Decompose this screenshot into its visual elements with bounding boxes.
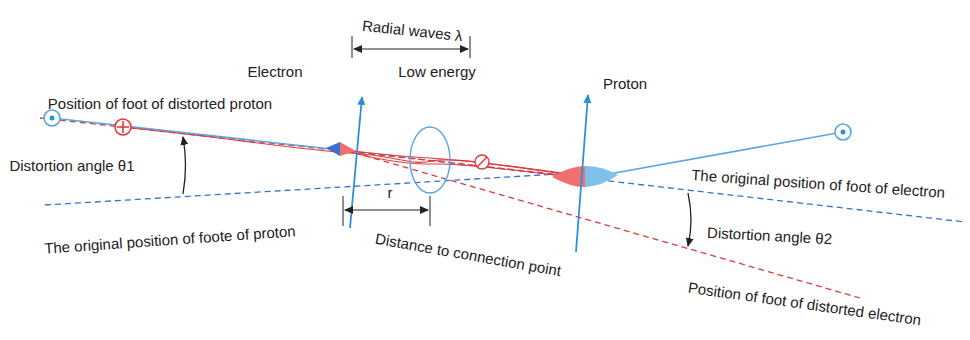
line-label: Position of foot of distorted proton xyxy=(40,95,280,113)
energy-label: Low energy xyxy=(398,63,476,81)
angle-label: Distortion angle θ2 xyxy=(707,224,833,249)
distance-symbol: r xyxy=(388,184,393,202)
line-label: The original position of foote of proton xyxy=(44,222,296,258)
angle-arrow xyxy=(688,193,691,246)
proton-symbol xyxy=(835,124,851,140)
particle-name: Proton xyxy=(603,75,647,93)
electron-spin-arrow xyxy=(350,97,362,228)
negative-charge-symbol xyxy=(475,155,489,169)
electron-symbol xyxy=(44,110,60,126)
wave-line xyxy=(345,151,585,179)
wavelength-label: Radial waves λ xyxy=(361,17,463,45)
particle-name: Electron xyxy=(247,63,302,81)
wave-line xyxy=(345,150,585,176)
line-label: The original position of foot of electro… xyxy=(691,166,946,202)
electron-foot-spindle xyxy=(326,142,340,156)
distance-label: Distance to connection point xyxy=(374,230,563,280)
electron-line xyxy=(52,118,340,150)
proton-foot-spindle xyxy=(552,166,585,187)
proton-spin-arrow xyxy=(576,95,588,252)
connection-ellipse xyxy=(410,127,450,193)
angle-arrow xyxy=(183,137,186,194)
line-label: Position of foot of distorted electron xyxy=(687,279,922,330)
original-proton-foot-line xyxy=(45,172,590,205)
distance-bracket xyxy=(343,196,430,226)
electron-foot-spindle xyxy=(340,142,356,156)
positive-charge-symbol xyxy=(115,119,131,135)
angle-label: Distortion angle θ1 xyxy=(9,157,134,175)
proton-foot-spindle xyxy=(585,166,618,187)
